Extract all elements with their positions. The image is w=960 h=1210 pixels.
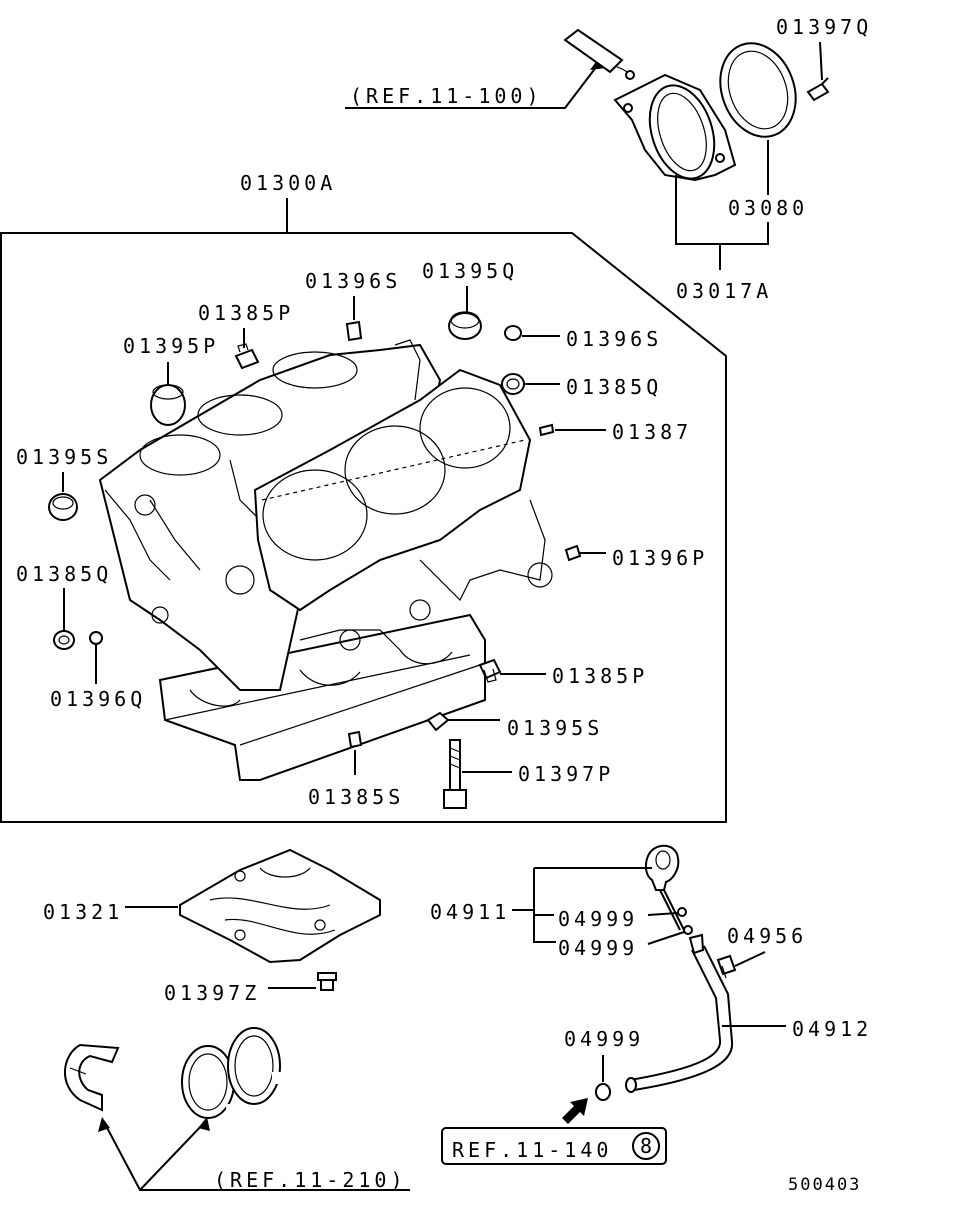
part-label-01395S-left[interactable]: 01395S (16, 445, 112, 469)
baffle-plate-icon (179, 848, 381, 964)
ref-11-140-circle-number: 8 (640, 1134, 652, 1158)
plug-01396S-right-icon (504, 325, 522, 341)
part-label-01395Q[interactable]: 01395Q (422, 259, 518, 283)
cap-01395P-icon (150, 384, 186, 426)
ref-11-210-label[interactable]: (REF.11-210) (214, 1168, 407, 1192)
plug-01396Q-icon (89, 631, 103, 645)
part-label-01387[interactable]: 01387 (612, 420, 692, 444)
plug-01385P-top-icon (234, 343, 260, 370)
part-label-04912[interactable]: 04912 (792, 1017, 872, 1041)
thrust-washer-b-icon (227, 1027, 282, 1105)
ref-11-140-label[interactable]: REF.11-140 (452, 1138, 612, 1162)
part-label-04999-c[interactable]: 04999 (564, 1027, 644, 1051)
part-label-01397P[interactable]: 01397P (518, 762, 614, 786)
oil-seal-ring-icon (719, 42, 797, 138)
bolt-01397Z-icon (317, 972, 337, 991)
ref-11-210-callout[interactable]: (REF.11-210) (98, 1117, 410, 1192)
part-label-01396S-top[interactable]: 01396S (305, 269, 401, 293)
part-label-01396Q[interactable]: 01396Q (50, 687, 146, 711)
part-label-04999-a[interactable]: 04999 (558, 907, 638, 931)
part-label-01395S-bottom[interactable]: 01395S (507, 716, 603, 740)
part-label-04999-b[interactable]: 04999 (558, 936, 638, 960)
ref-circle-icon (632, 1132, 660, 1160)
bolt-01397Q-icon (806, 77, 830, 102)
part-label-01385Q-right[interactable]: 01385Q (566, 375, 662, 399)
pin-01387-icon (538, 423, 555, 437)
part-label-01300A[interactable]: 01300A (240, 171, 336, 195)
ref-11-140-callout[interactable]: REF.11-140 8 (441, 1098, 667, 1165)
o-ring-04999-icon (595, 1083, 611, 1101)
ref-11-140-box (441, 1127, 667, 1165)
nut-01385S-icon (347, 730, 363, 749)
part-label-01385Q-left[interactable]: 01385Q (16, 562, 112, 586)
part-label-04911[interactable]: 04911 (430, 900, 510, 924)
plug-01385Q-left-icon (53, 630, 75, 650)
cap-01395Q-icon (448, 311, 482, 340)
block-group-frame (0, 232, 727, 823)
part-label-01397Z[interactable]: 01397Z (164, 981, 260, 1005)
direction-arrow-icon (562, 1098, 588, 1124)
plug-01396S-top-icon (345, 320, 363, 342)
ref-11-100-callout[interactable]: (REF.11-100) (345, 56, 606, 109)
plug-01385Q-right-icon (501, 373, 525, 395)
plug-01396P-icon (564, 544, 582, 562)
part-label-01396S-right[interactable]: 01396S (566, 327, 662, 351)
part-label-04956[interactable]: 04956 (727, 924, 807, 948)
oil-seal-case-icon (613, 73, 737, 182)
ref-11-100-label[interactable]: (REF.11-100) (350, 84, 543, 108)
bearing-shell-icon (64, 1043, 120, 1112)
sealant-tube-icon (563, 28, 635, 80)
part-label-01395P[interactable]: 01395P (123, 334, 219, 358)
part-label-01396P[interactable]: 01396P (612, 546, 708, 570)
part-label-01385P-top[interactable]: 01385P (198, 301, 294, 325)
part-label-03017A[interactable]: 03017A (676, 279, 772, 303)
part-label-03080[interactable]: 03080 (728, 196, 808, 220)
oil-level-gauge-icon (644, 844, 693, 935)
part-label-01385P-right[interactable]: 01385P (552, 664, 648, 688)
part-label-01397Q[interactable]: 01397Q (776, 15, 872, 39)
bolt-04956-icon (716, 954, 737, 979)
diagram-code: 500403 (788, 1175, 861, 1195)
plug-01385P-right-icon (478, 658, 502, 683)
bolt-01397P-icon (443, 739, 467, 809)
cap-01395S-left-icon (48, 493, 78, 521)
part-label-01321[interactable]: 01321 (43, 900, 123, 924)
cylinder-block-icon (98, 339, 553, 781)
part-label-01385S[interactable]: 01385S (308, 785, 404, 809)
oil-gauge-guide-icon (625, 933, 734, 1093)
